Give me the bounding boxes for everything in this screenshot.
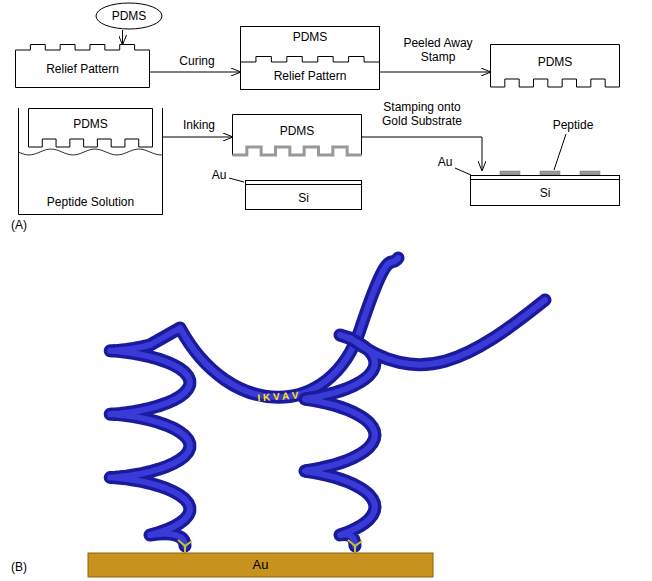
- sequence-label: I K V A V: [247, 388, 310, 406]
- part-label: PDMS: [73, 117, 108, 131]
- helix-strand: [305, 300, 545, 546]
- leader-line: [554, 134, 566, 170]
- part-label: Si: [298, 191, 309, 205]
- gold-substrate: Au: [88, 553, 433, 577]
- peptide-helices: [110, 258, 545, 546]
- process-part: PDMS: [490, 44, 620, 88]
- material-label: Au: [434, 155, 456, 169]
- anchor: [178, 540, 192, 553]
- step-label: Stamping onto Gold Substrate: [372, 100, 472, 128]
- material-ellipse: PDMS: [95, 2, 163, 30]
- step-label: Curing: [165, 54, 229, 68]
- helix-highlight: [110, 258, 398, 546]
- process-arrow: [380, 72, 490, 73]
- step-label: Peeled Away Stamp: [395, 36, 481, 64]
- panel-label: (A): [4, 218, 34, 232]
- process-part: Si: [245, 180, 362, 210]
- part-label: Au: [253, 558, 269, 572]
- thiol-anchors: [178, 540, 362, 553]
- process-arrow: [122, 30, 123, 44]
- part-label: Peptide Solution: [47, 195, 134, 209]
- helix-strand: [110, 258, 398, 546]
- part-label: PDMS: [280, 124, 315, 138]
- leader-line: [455, 168, 471, 175]
- process-part: PDMS: [28, 108, 153, 148]
- step-label: Inking: [172, 118, 226, 132]
- process-part: PDMS Relief Pattern: [240, 26, 380, 90]
- part-label: PDMS: [538, 55, 573, 69]
- process-part: Relief Pattern: [240, 56, 380, 90]
- panel-label: (B): [4, 560, 34, 574]
- part-label: Relief Pattern: [46, 62, 119, 76]
- material-label: Au: [208, 168, 230, 182]
- process-arrow: [163, 137, 232, 138]
- process-part: Si: [470, 170, 620, 206]
- part-label: PDMS: [112, 9, 147, 23]
- anchor: [348, 540, 362, 553]
- material-label: Peptide: [548, 118, 598, 132]
- helix-highlight: [305, 300, 545, 546]
- process-arrow: [362, 137, 482, 170]
- process-part: Peptide Solution PDMS: [18, 108, 163, 215]
- part-label: Relief Pattern: [274, 69, 347, 83]
- process-arrow: [150, 72, 240, 73]
- process-part: PDMS: [232, 114, 362, 156]
- part-label: Si: [540, 186, 551, 200]
- leader-line: [229, 178, 244, 182]
- process-part: Relief Pattern: [15, 44, 150, 88]
- part-label: PDMS: [293, 30, 328, 44]
